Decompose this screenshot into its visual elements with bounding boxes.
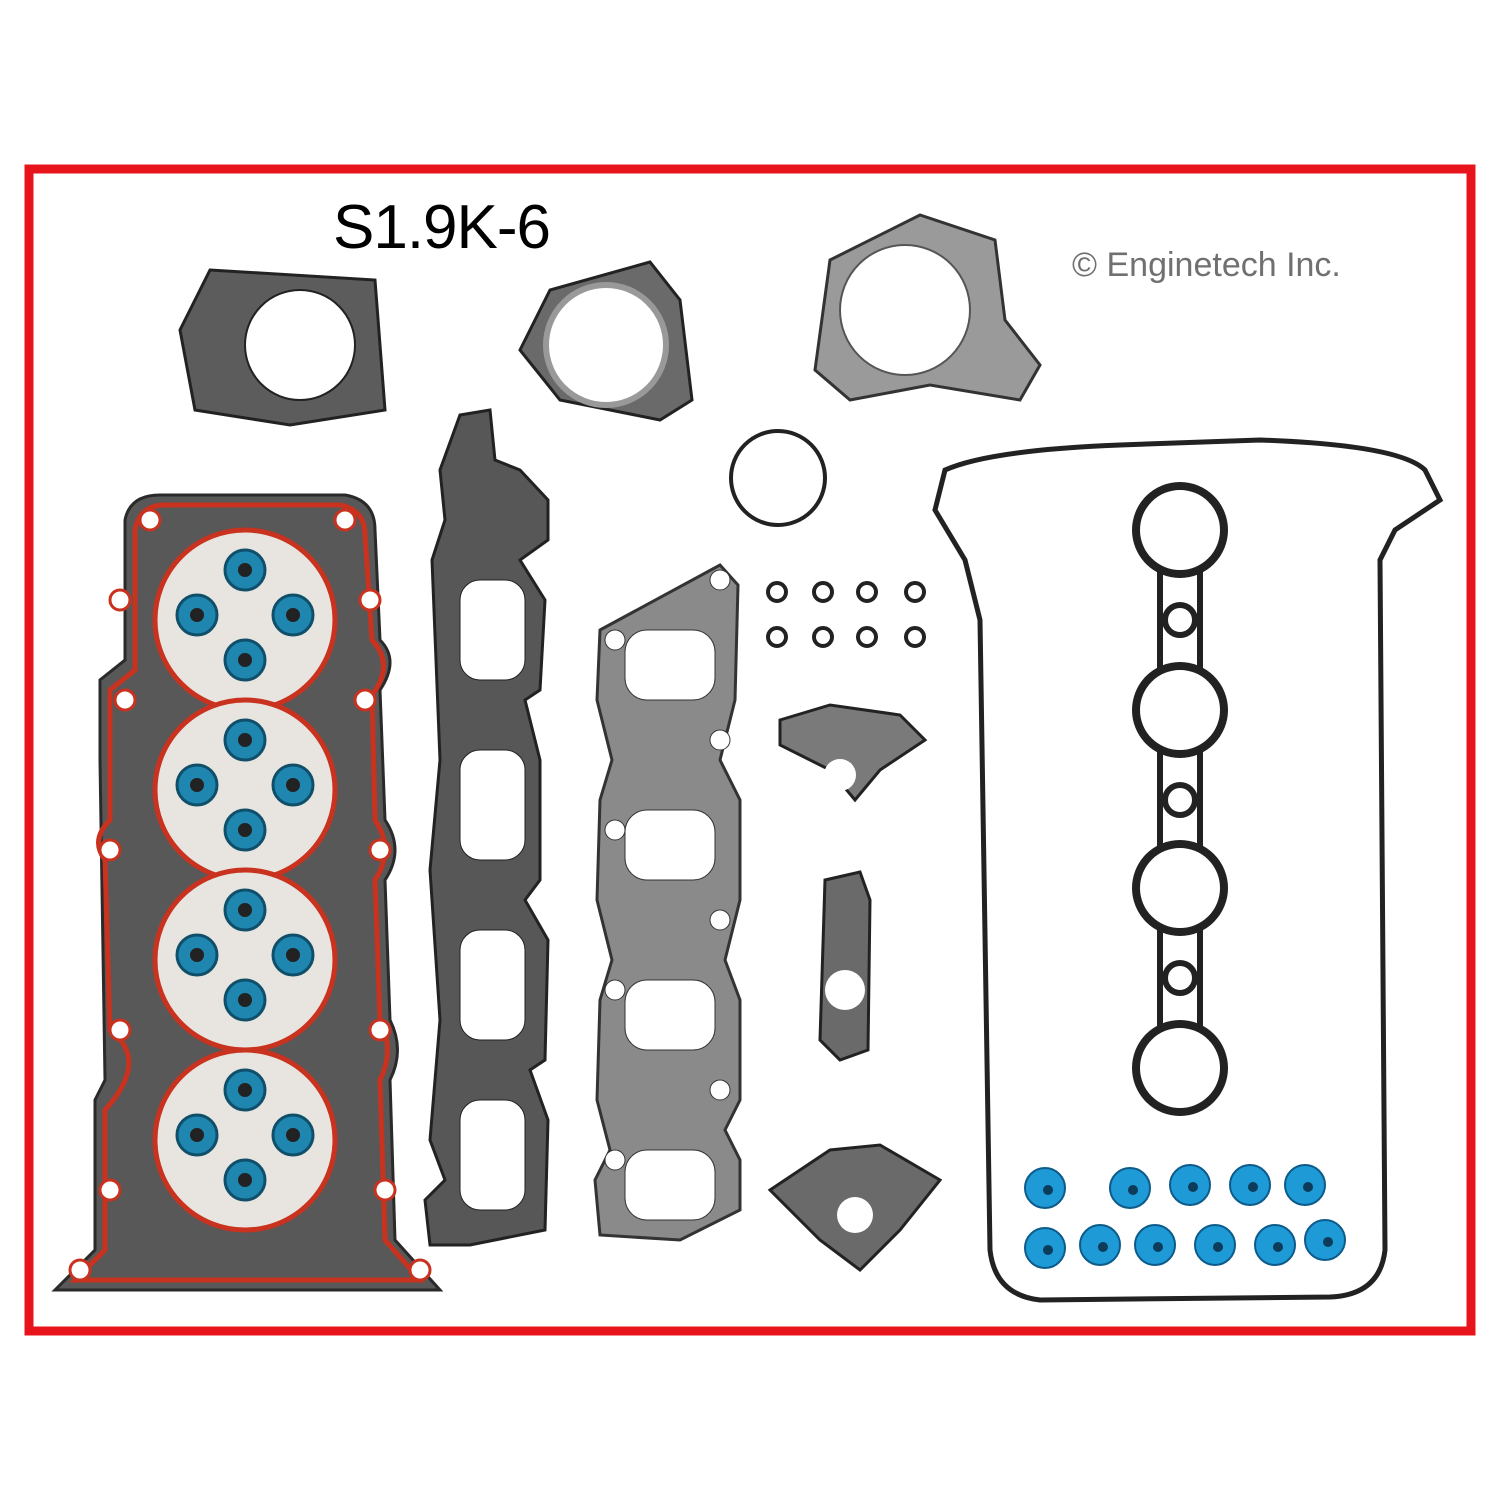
bolt-ring bbox=[1162, 602, 1198, 638]
valve-stem-seal-hole bbox=[190, 608, 204, 622]
bolt-hole bbox=[98, 1178, 122, 1202]
valve-stem-seal-hole bbox=[238, 993, 252, 1007]
plug-seal-ring bbox=[1132, 482, 1228, 578]
valve-stem-seal-hole bbox=[190, 948, 204, 962]
throttle-body-gasket bbox=[178, 268, 387, 427]
red-frame bbox=[24, 164, 1476, 1336]
small-o-ring bbox=[766, 626, 788, 648]
intake-port bbox=[459, 1099, 526, 1211]
plug-seal-ring bbox=[1132, 662, 1228, 758]
small-o-ring bbox=[904, 626, 926, 648]
grommet-hole bbox=[1248, 1182, 1258, 1192]
small-gasket-3 bbox=[767, 1143, 943, 1272]
grommet-hole bbox=[1098, 1242, 1108, 1252]
small-o-rings bbox=[766, 581, 926, 648]
egr-pipe-gasket bbox=[518, 260, 694, 422]
bolt-hole bbox=[68, 1258, 92, 1282]
exhaust-port bbox=[624, 1149, 716, 1221]
grommet-hole bbox=[1153, 1242, 1163, 1252]
bolt-hole bbox=[709, 729, 731, 751]
bolt-hole bbox=[368, 1018, 392, 1042]
plug-seal-ring bbox=[1132, 840, 1228, 936]
valve-cover-grommets bbox=[1024, 1164, 1346, 1269]
valve-stem-seal-hole bbox=[238, 563, 252, 577]
bolt-hole bbox=[373, 1178, 397, 1202]
bolt-hole bbox=[604, 819, 626, 841]
plug-seal-ring bbox=[1132, 1020, 1228, 1116]
exhaust-manifold-gasket bbox=[593, 563, 742, 1242]
valve-stem-seal-hole bbox=[286, 948, 300, 962]
grommet-hole bbox=[1128, 1185, 1138, 1195]
intake-port bbox=[459, 929, 526, 1041]
valve-stem-seal-hole bbox=[238, 733, 252, 747]
valve-stem-seal-hole bbox=[238, 823, 252, 837]
cylinder-head-gasket bbox=[51, 493, 444, 1292]
part-number-label: S1.9K-6 bbox=[333, 193, 551, 262]
bolt-hole bbox=[138, 508, 162, 532]
valve-stem-seal-hole bbox=[190, 778, 204, 792]
valve-stem-seal-hole bbox=[190, 1128, 204, 1142]
valve-stem-seal-hole bbox=[238, 1173, 252, 1187]
bolt-hole bbox=[408, 1258, 432, 1282]
bolt-hole bbox=[108, 588, 132, 612]
small-o-ring bbox=[856, 626, 878, 648]
grommet-hole bbox=[1188, 1182, 1198, 1192]
o-ring-large bbox=[729, 429, 827, 527]
small-o-ring bbox=[856, 581, 878, 603]
small-o-ring bbox=[766, 581, 788, 603]
small-o-ring bbox=[904, 581, 926, 603]
copyright-label: © Enginetech Inc. bbox=[1072, 246, 1341, 284]
valve-stem-seal-hole bbox=[238, 903, 252, 917]
intake-port bbox=[459, 579, 526, 681]
bolt-ring bbox=[1162, 782, 1198, 818]
small-gasket-1 bbox=[778, 703, 928, 803]
small-o-ring bbox=[812, 581, 834, 603]
valve-stem-seal-hole bbox=[286, 608, 300, 622]
valve-stem-seal-hole bbox=[238, 1083, 252, 1097]
bolt-hole bbox=[353, 688, 377, 712]
small-o-ring bbox=[812, 626, 834, 648]
grommet-hole bbox=[1043, 1245, 1053, 1255]
bolt-hole bbox=[709, 909, 731, 931]
cylinder-bore bbox=[152, 1047, 338, 1233]
valve-cover-gasket bbox=[932, 437, 1444, 1303]
bolt-hole bbox=[333, 508, 357, 532]
spark-plug-tube-gasket bbox=[1132, 482, 1228, 1116]
bolt-hole bbox=[113, 688, 137, 712]
valve-stem-seal-hole bbox=[286, 778, 300, 792]
bolt-hole bbox=[98, 838, 122, 862]
bolt-hole bbox=[368, 838, 392, 862]
intake-port bbox=[459, 749, 526, 861]
exhaust-port bbox=[624, 979, 716, 1051]
bolt-hole bbox=[709, 569, 731, 591]
grommet-hole bbox=[1213, 1242, 1223, 1252]
grommet-hole bbox=[1323, 1237, 1333, 1247]
bolt-ring bbox=[1162, 960, 1198, 996]
valve-stem-seal-hole bbox=[286, 1128, 300, 1142]
small-gasket-2 bbox=[818, 870, 872, 1062]
water-outlet-gasket bbox=[813, 213, 1042, 402]
bolt-hole bbox=[108, 1018, 132, 1042]
exhaust-port bbox=[624, 629, 716, 701]
bolt-hole bbox=[709, 1079, 731, 1101]
bolt-hole bbox=[604, 1149, 626, 1171]
bolt-hole bbox=[604, 629, 626, 651]
grommet-hole bbox=[1273, 1242, 1283, 1252]
bolt-hole bbox=[604, 979, 626, 1001]
bolt-hole bbox=[358, 588, 382, 612]
valve-stem-seal-hole bbox=[238, 653, 252, 667]
exhaust-port bbox=[624, 809, 716, 881]
grommet-hole bbox=[1043, 1185, 1053, 1195]
grommet-hole bbox=[1303, 1182, 1313, 1192]
